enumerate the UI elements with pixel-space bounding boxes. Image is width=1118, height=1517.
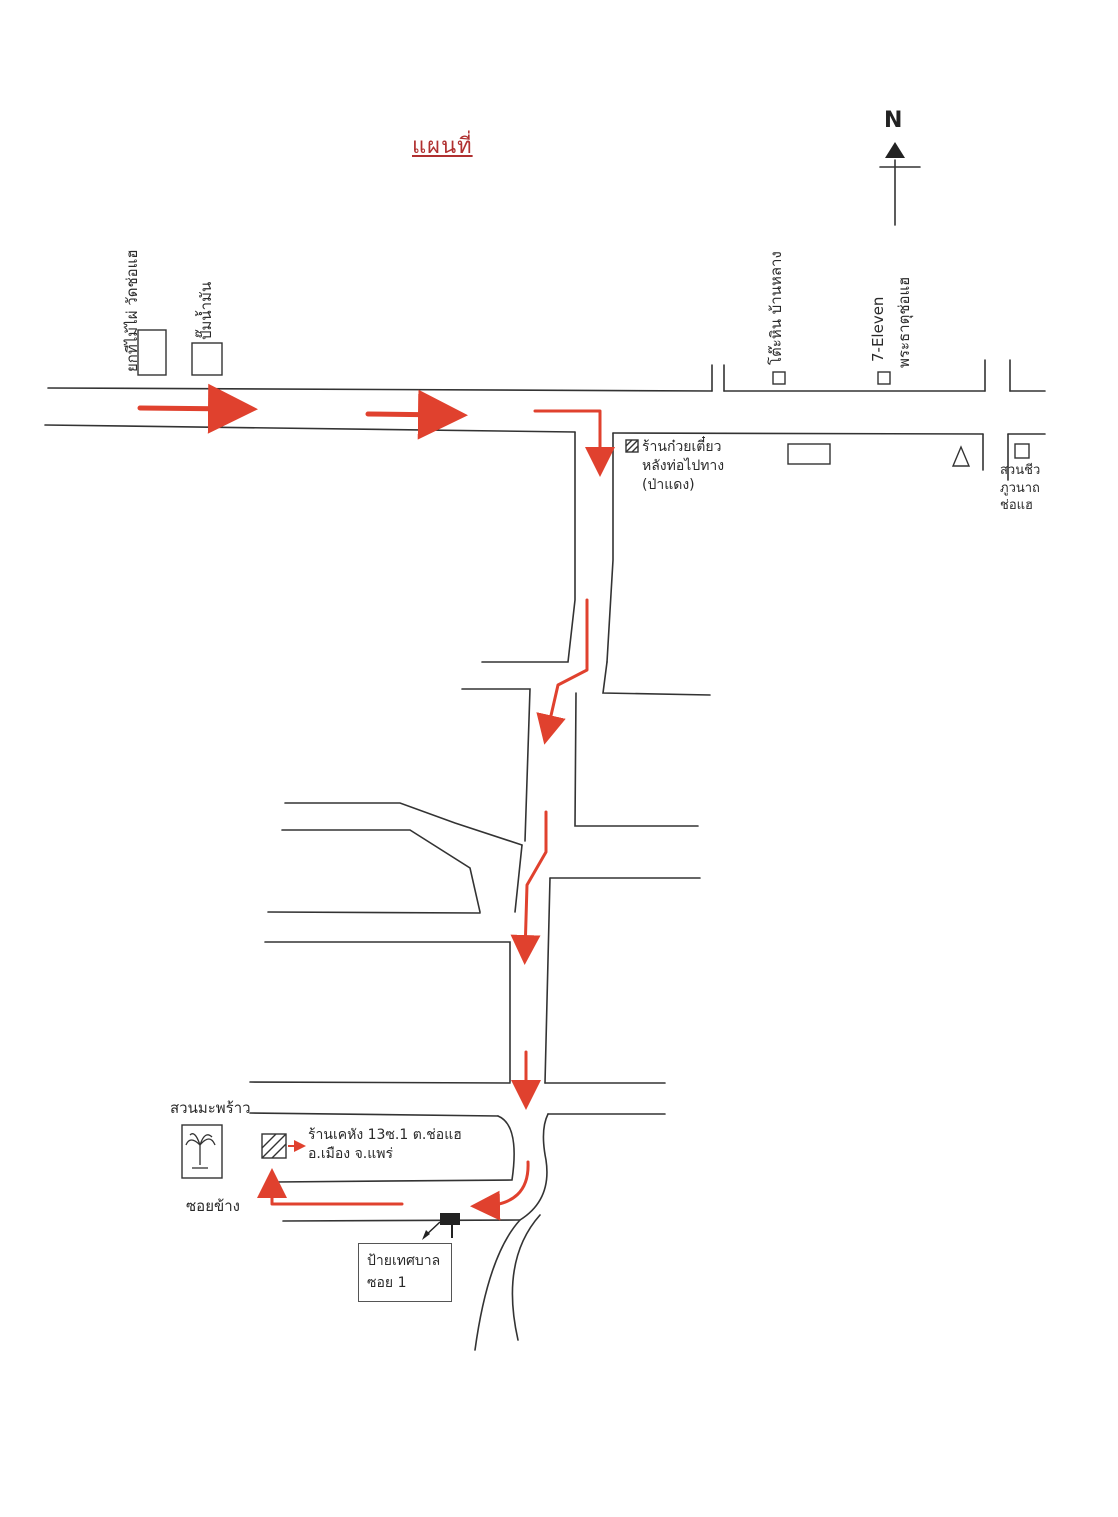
label-shop-2: ปั๊มน้ำมัน [197, 281, 215, 340]
route [137, 383, 615, 1221]
shop-2-box [191, 342, 223, 376]
route-arrow-8 [257, 1168, 404, 1206]
route-arrow-3 [533, 409, 615, 477]
route-arrow-2 [365, 389, 468, 440]
main-road-bottom-edge [44, 424, 576, 433]
label-destination: ร้านเคหัง 13ซ.1 ต.ช่อแฮ อ.เมือง จ.แพร่ [308, 1127, 462, 1162]
label-right-edge: สวนชีว ภูวนาถ ช่อแฮ [1000, 463, 1041, 514]
south-road-left-edge [481, 431, 576, 663]
route-arrow-5 [510, 810, 548, 965]
label-noodle-shop: ร้านก๋วยเตี๋ยว หลังท่อไปทาง (ป่าแดง) [642, 439, 725, 493]
palm-tree-icon [185, 1133, 216, 1169]
main-road-bottom-edge-right [612, 432, 984, 435]
label-shop-3: โต๊ะหิน บ้านหลาง [767, 251, 785, 365]
shop-1-box [137, 329, 167, 376]
route-arrow-1 [137, 383, 258, 434]
label-shop-1: ยกทีไม้ไผ่ วัดช่อแฮ [123, 249, 141, 372]
right-edge-square [1014, 443, 1030, 459]
sign-icon [422, 1213, 460, 1240]
label-coconut-garden: สวนมะพร้าว [170, 1099, 251, 1117]
north-arrow-head [885, 142, 905, 158]
south-road-right-edge [606, 432, 614, 663]
north-label: N [884, 108, 903, 133]
roads [44, 159, 1046, 1351]
sign-box-label: ป้ายเทศบาล ซอย 1 [358, 1243, 452, 1302]
map-title: แผนที่ [412, 134, 473, 159]
palm-tree-frame [181, 1124, 223, 1179]
seven-eleven-square [877, 371, 891, 385]
label-temple-road: พระธาตุช่อแฮ [895, 276, 913, 368]
building-box [787, 443, 831, 465]
destination-hatch [261, 1133, 287, 1159]
route-arrow-7 [470, 1160, 530, 1221]
triangle-marker [951, 445, 971, 467]
main-road-top-edge [47, 387, 713, 392]
label-seven-eleven: 7-Eleven [869, 296, 887, 362]
label-soi: ซอยข้าง [186, 1197, 240, 1215]
landmark-symbols [137, 329, 1030, 1179]
route-arrow-4 [536, 598, 589, 745]
shop-3-square [772, 371, 786, 385]
